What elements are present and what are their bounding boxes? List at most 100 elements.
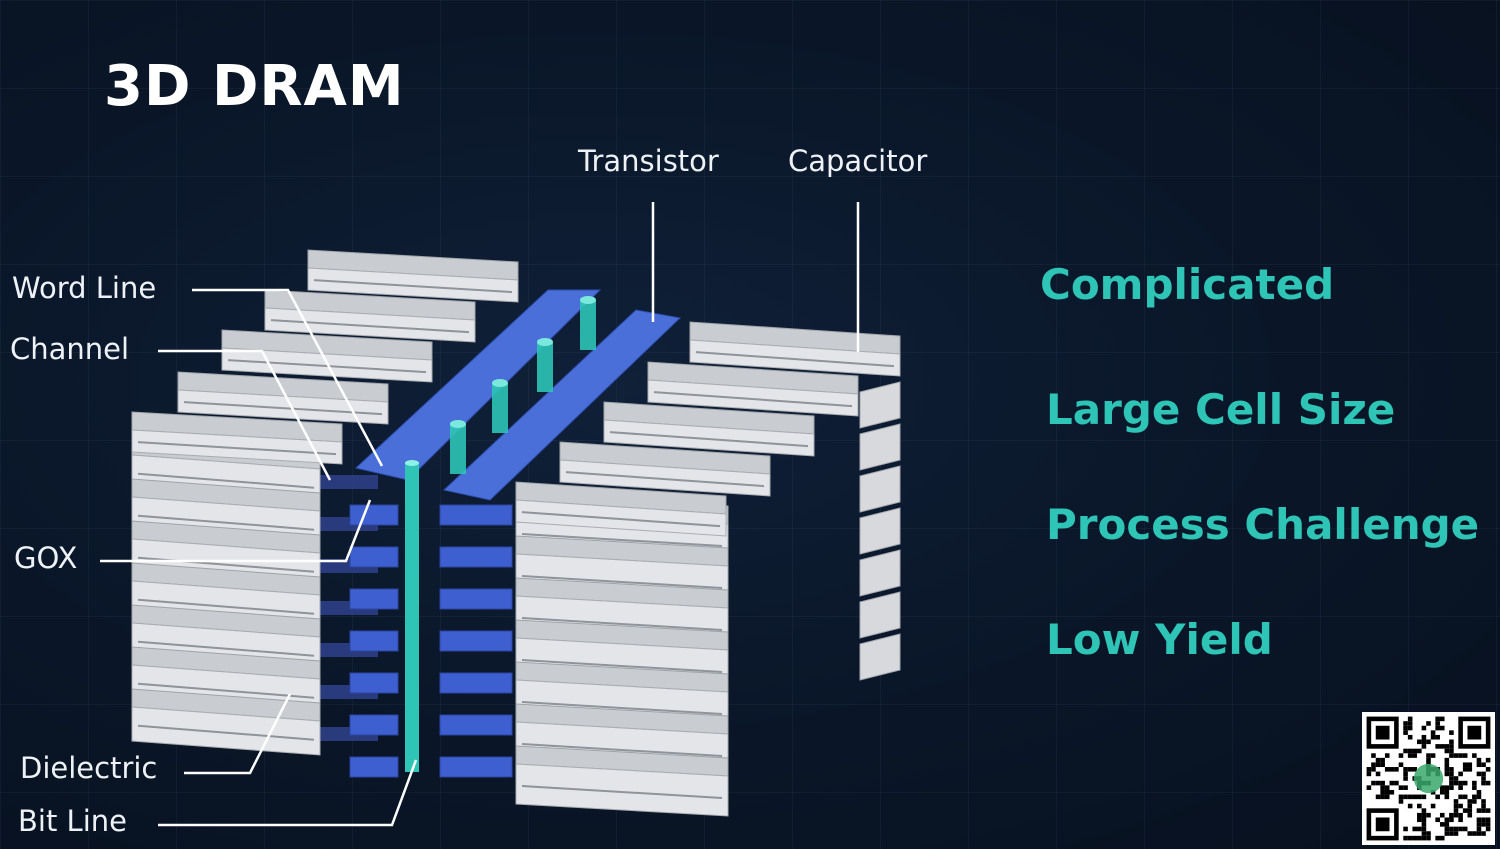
qr-module <box>1449 730 1454 735</box>
left-layer-link <box>318 475 378 489</box>
label-word-line: Word Line <box>12 271 157 305</box>
qr-module <box>1462 826 1468 832</box>
qr-finder-core <box>1375 725 1390 740</box>
qr-module <box>1430 803 1436 809</box>
qr-module <box>1476 822 1482 827</box>
qr-finder-core <box>1375 817 1390 832</box>
qr-module <box>1458 812 1463 818</box>
qr-module <box>1371 780 1376 786</box>
right-side-cell <box>859 633 901 681</box>
qr-module <box>1472 785 1477 790</box>
qr-module <box>1458 803 1463 809</box>
qr-module <box>1389 789 1395 795</box>
transistor-cell <box>349 504 399 526</box>
qr-module <box>1449 831 1454 836</box>
right-layer-4-groove <box>521 659 723 673</box>
label-capacitor: Capacitor <box>788 144 928 178</box>
qr-module <box>1407 835 1413 841</box>
qr-module <box>1426 721 1431 726</box>
qr-module <box>1426 739 1431 745</box>
qr-module <box>1476 817 1482 823</box>
qr-module <box>1421 794 1427 800</box>
qr-module <box>1435 817 1440 823</box>
qr-module <box>1453 808 1459 813</box>
qr-module <box>1462 780 1468 786</box>
qr-module <box>1458 794 1463 800</box>
left-layer-1-groove <box>137 472 315 489</box>
qr-module <box>1439 812 1445 818</box>
qr-module <box>1458 780 1463 786</box>
qr-module <box>1481 808 1486 813</box>
qr-module <box>1421 835 1427 841</box>
qr-module <box>1444 831 1450 836</box>
channel-pillar-top <box>537 338 553 346</box>
qr-module <box>1417 826 1422 832</box>
left-layer-5-groove <box>137 640 315 657</box>
qr-module <box>1398 794 1404 800</box>
qr-module <box>1476 831 1482 836</box>
qr-module <box>1449 739 1454 745</box>
qr-module <box>1407 725 1413 731</box>
qr-module <box>1467 812 1473 818</box>
qr-module <box>1403 785 1408 790</box>
channel-pillar-3 <box>492 383 508 433</box>
qr-module <box>1472 753 1477 758</box>
qr-module <box>1485 822 1491 827</box>
right-layer-1-groove <box>521 533 723 547</box>
right-capacitor-stack <box>515 321 901 817</box>
qr-module <box>1435 725 1440 731</box>
qr-module <box>1412 835 1418 841</box>
qr-module <box>1476 771 1482 777</box>
qr-module <box>1467 803 1473 809</box>
qr-module <box>1467 831 1473 836</box>
qr-module <box>1439 835 1445 841</box>
right-top-cell-3-groove <box>609 431 809 448</box>
right-side-cell <box>859 507 901 555</box>
qr-module <box>1412 748 1418 754</box>
channel-pillar-1 <box>580 300 596 350</box>
qr-module <box>1403 721 1408 726</box>
right-layer-3-groove <box>521 617 723 631</box>
transistor-cell <box>439 714 513 736</box>
left-layer-7-front <box>131 706 321 756</box>
qr-module <box>1407 748 1413 754</box>
qr-module <box>1435 721 1440 726</box>
qr-code-icon <box>1362 712 1495 845</box>
right-layer-5-groove <box>521 701 723 715</box>
qr-module <box>1412 753 1418 758</box>
qr-module <box>1444 826 1450 832</box>
qr-module <box>1389 780 1395 786</box>
qr-module <box>1449 767 1454 772</box>
left-top-cell-5-front <box>131 429 343 465</box>
qr-module <box>1485 767 1491 772</box>
qr-module <box>1430 753 1436 758</box>
right-layer-7-groove <box>521 785 723 799</box>
qr-module <box>1458 817 1463 823</box>
qr-module <box>1472 780 1477 786</box>
qr-module <box>1430 734 1436 740</box>
page-title: 3D DRAM <box>104 54 405 119</box>
qr-module <box>1462 753 1468 758</box>
qr-module <box>1421 734 1427 740</box>
qr-module <box>1485 780 1491 786</box>
qr-module <box>1421 822 1427 827</box>
qr-module <box>1398 785 1404 790</box>
qr-module <box>1444 794 1450 800</box>
transistor-cell <box>439 630 513 652</box>
point-complicated: Complicated <box>1040 260 1335 309</box>
qr-module <box>1444 748 1450 754</box>
qr-module <box>1449 744 1454 749</box>
qr-module <box>1481 776 1486 781</box>
qr-module <box>1481 831 1486 836</box>
qr-module <box>1366 767 1372 772</box>
word-line-left <box>354 289 602 481</box>
qr-module <box>1435 744 1440 749</box>
qr-module <box>1398 799 1404 804</box>
channel-pillar-4 <box>450 424 466 474</box>
qr-module <box>1426 753 1431 758</box>
qr-module <box>1435 835 1440 841</box>
qr-module <box>1439 716 1445 722</box>
point-low-yield: Low Yield <box>1046 615 1273 664</box>
qr-module <box>1403 776 1408 781</box>
qr-module <box>1481 771 1486 777</box>
